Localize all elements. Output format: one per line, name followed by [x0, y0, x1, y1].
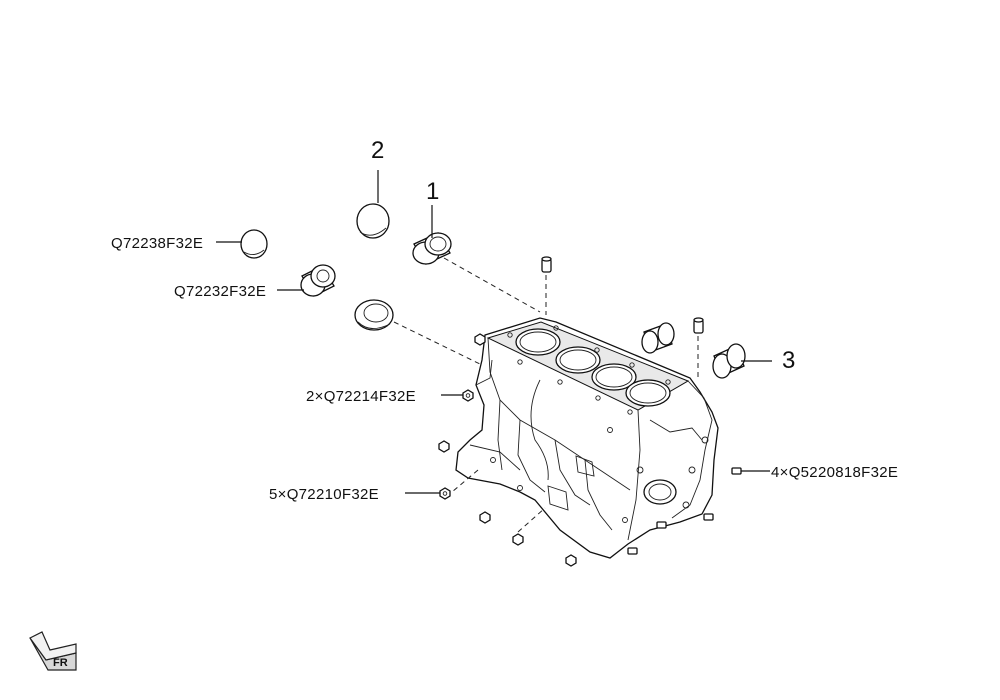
callout-2: 2	[371, 137, 384, 164]
front-arrow-icon	[29, 631, 77, 671]
bush-item-3	[712, 343, 746, 379]
label-q72238: Q72238F32E	[111, 235, 203, 252]
bore-4	[625, 379, 671, 407]
fr-label: FR	[53, 657, 68, 669]
dowel-pin-top	[541, 256, 552, 273]
cylinder-block	[455, 317, 719, 559]
bore-2	[555, 346, 601, 374]
rear-oil-seal	[354, 299, 394, 331]
label-q72232: Q72232F32E	[174, 283, 266, 300]
label-q72210: 5×Q72210F32E	[269, 486, 379, 503]
bush-item-1	[412, 232, 452, 265]
front-direction-indicator: FR	[29, 631, 77, 671]
loose-fasteners	[438, 333, 714, 567]
dowel-pin-front	[693, 317, 704, 334]
bore-3	[591, 363, 637, 391]
callout-1: 1	[426, 178, 439, 205]
callout-3: 3	[782, 347, 795, 374]
bolt-q5220818	[731, 467, 742, 475]
bolt-q72210	[439, 487, 451, 500]
bore-1	[515, 328, 561, 356]
plug-q72232	[300, 264, 336, 297]
label-q5220818: 4×Q5220818F32E	[771, 464, 898, 481]
plug-q72238	[240, 229, 268, 259]
bush-deck-front	[641, 322, 675, 354]
label-q72214: 2×Q72214F32E	[306, 388, 416, 405]
bolt-q72214	[462, 389, 474, 402]
cup-plug-item-2	[356, 203, 390, 239]
